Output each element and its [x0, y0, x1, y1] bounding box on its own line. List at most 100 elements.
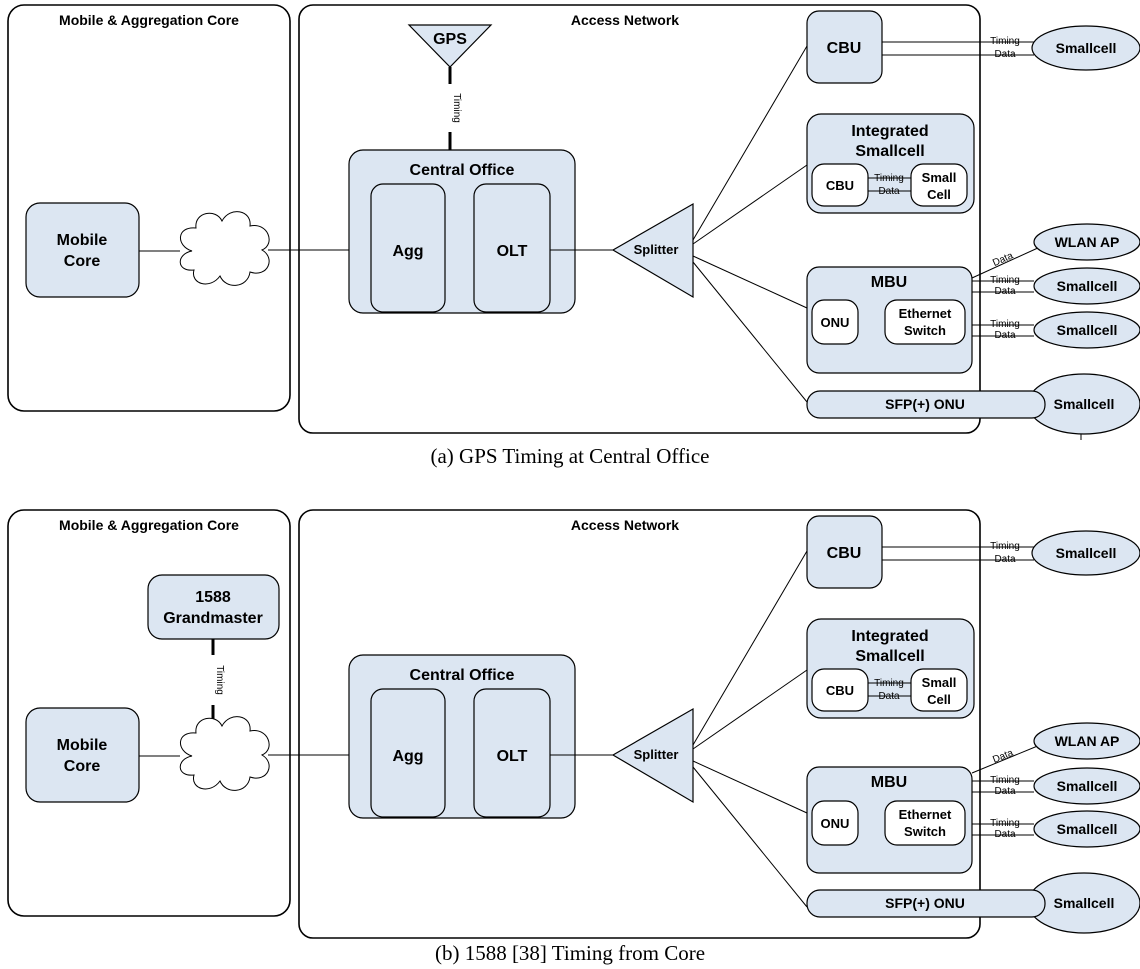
inner-cbu-node — [811, 163, 869, 207]
small-cell-label-1: Small — [922, 675, 957, 690]
mbu-label: MBU — [871, 274, 907, 291]
inner-timing-label: Timing — [874, 678, 904, 689]
agg-node — [370, 183, 446, 313]
smallcell-node — [1033, 767, 1140, 805]
mobile-core-label-2: Core — [64, 758, 101, 775]
mbu-data-label-1: Data — [994, 786, 1016, 797]
splitter-label: Splitter — [634, 747, 679, 762]
small-cell-label-2: Cell — [927, 187, 951, 202]
smallcell-label: Smallcell — [1056, 40, 1117, 56]
wlan-data-line — [971, 744, 1041, 774]
olt-label: OLT — [497, 748, 528, 765]
agg-label: Agg — [392, 243, 423, 260]
mbu-label: MBU — [871, 774, 907, 791]
smallcell-node — [1033, 810, 1140, 848]
central-office-label: Central Office — [410, 162, 515, 179]
splitter-node — [611, 202, 694, 299]
link-splitter-mbu — [692, 255, 808, 309]
central-office-label: Central Office — [410, 667, 515, 684]
integrated-label-1: Integrated — [851, 628, 928, 645]
link-splitter-mbu — [692, 760, 808, 814]
onu-label: ONU — [821, 315, 850, 330]
agg-label: Agg — [392, 748, 423, 765]
olt-node — [473, 183, 551, 313]
onu-label: ONU — [821, 816, 850, 831]
panel-a: Mobile & Aggregation Core Access Network… — [7, 4, 1140, 468]
wlan-ap-label: WLAN AP — [1055, 733, 1120, 749]
mobile-core-label-1: Mobile — [57, 737, 108, 754]
onu-node — [811, 800, 859, 846]
cbu-label: CBU — [827, 40, 862, 57]
cbu-label: CBU — [827, 545, 862, 562]
link-splitter-sfp — [692, 766, 808, 908]
cbu-timing-label: Timing — [990, 541, 1020, 552]
caption-b: (b) 1588 [38] Timing from Core — [435, 941, 705, 965]
gps-antenna-icon — [407, 24, 493, 68]
caption-a: (a) GPS Timing at Central Office — [430, 444, 709, 468]
mbu-data-label-2: Data — [994, 330, 1016, 341]
mbu-data-label-1: Data — [994, 286, 1016, 297]
olt-label: OLT — [497, 243, 528, 260]
wlan-data-line — [971, 246, 1041, 279]
small-cell-node — [910, 668, 968, 712]
smallcell-node — [1033, 311, 1140, 349]
mbu-timing-label-1: Timing — [990, 275, 1020, 286]
smallcell-label: Smallcell — [1056, 545, 1117, 561]
inner-data-label: Data — [878, 186, 900, 197]
integrated-label-1: Integrated — [851, 123, 928, 140]
smallcell-label: Smallcell — [1057, 322, 1118, 338]
link-splitter-integrated — [692, 164, 808, 245]
mobile-core-node — [25, 202, 140, 298]
grandmaster-label-1: 1588 — [195, 589, 231, 606]
inner-cbu-label: CBU — [826, 683, 854, 698]
small-cell-label-2: Cell — [927, 692, 951, 707]
mbu-timing-label-2: Timing — [990, 319, 1020, 330]
inner-cbu-label: CBU — [826, 178, 854, 193]
onu-node — [811, 299, 859, 345]
sfp-onu-label: SFP(+) ONU — [885, 895, 965, 911]
cbu-data-label: Data — [994, 554, 1016, 565]
olt-node — [473, 688, 551, 818]
cloud-icon — [179, 211, 270, 286]
cbu-node — [806, 10, 883, 84]
access-header: Access Network — [571, 517, 679, 533]
cbu-data-label: Data — [994, 49, 1016, 60]
smallcell-label: Smallcell — [1054, 396, 1115, 412]
smallcell-node — [1031, 530, 1140, 576]
mobile-core-label-1: Mobile — [57, 232, 108, 249]
integrated-label-2: Smallcell — [855, 143, 924, 160]
smallcell-label: Smallcell — [1054, 895, 1115, 911]
timing-vertical-label: Timing — [214, 665, 225, 695]
link-splitter-cbu — [692, 45, 808, 241]
smallcell-label: Smallcell — [1057, 778, 1118, 794]
ethernet-switch-label-1: Ethernet — [899, 807, 952, 822]
grandmaster-label-2: Grandmaster — [163, 610, 263, 627]
inner-timing-label: Timing — [874, 173, 904, 184]
integrated-label-2: Smallcell — [855, 648, 924, 665]
panel-b: Mobile & Aggregation Core Access Network… — [7, 509, 1140, 965]
inner-data-label: Data — [878, 691, 900, 702]
smallcell-label: Smallcell — [1057, 278, 1118, 294]
small-cell-label-1: Small — [922, 170, 957, 185]
cbu-timing-label: Timing — [990, 36, 1020, 47]
timing-label-bg — [206, 655, 220, 705]
access-header: Access Network — [571, 12, 679, 28]
cbu-node — [806, 515, 883, 589]
sfp-onu-node — [806, 390, 1046, 419]
timing-vertical-label: Timing — [451, 93, 462, 123]
wlan-ap-node — [1033, 722, 1140, 760]
link-splitter-cbu — [692, 550, 808, 746]
link-splitter-sfp — [692, 261, 808, 403]
inner-cbu-node — [811, 668, 869, 712]
small-cell-node — [910, 163, 968, 207]
splitter-label: Splitter — [634, 242, 679, 257]
core-box — [7, 4, 291, 412]
mbu-data-label-2: Data — [994, 829, 1016, 840]
core-header: Mobile & Aggregation Core — [59, 12, 239, 28]
mobile-core-node — [25, 707, 140, 803]
cloud-icon — [179, 716, 270, 791]
ethernet-switch-label-2: Switch — [904, 323, 946, 338]
sfp-onu-label: SFP(+) ONU — [885, 396, 965, 412]
sfp-onu-node — [806, 889, 1046, 918]
